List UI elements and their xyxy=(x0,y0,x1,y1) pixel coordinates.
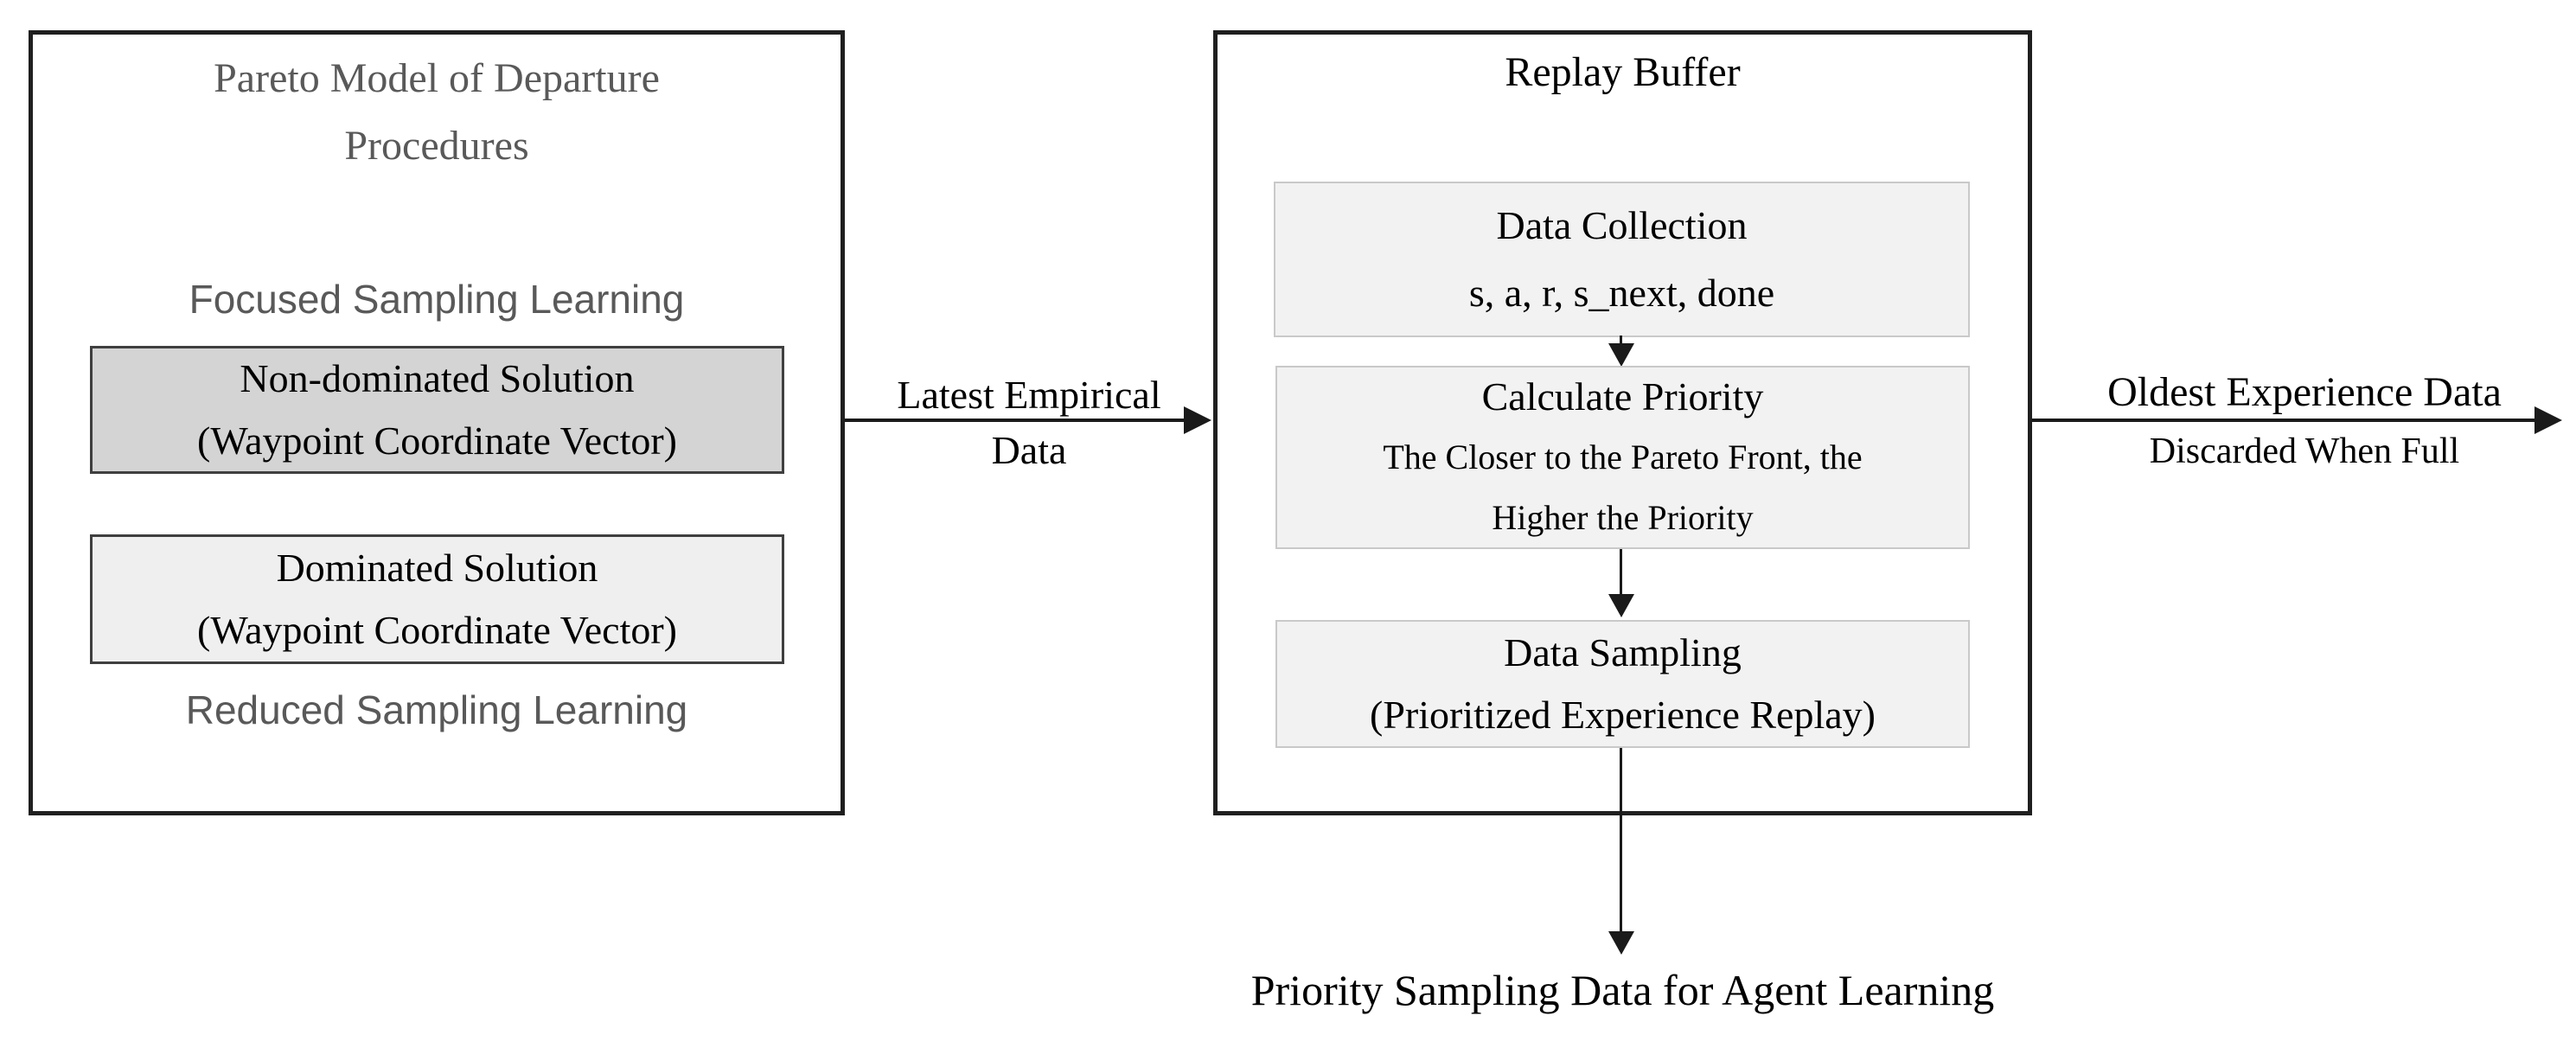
arrowhead-down-icon xyxy=(1608,594,1634,617)
calculate-priority-line1: Calculate Priority xyxy=(1481,374,1764,419)
priority-to-sampling-arrow-line xyxy=(1620,549,1622,596)
calculate-priority-line2: The Closer to the Pareto Front, the xyxy=(1383,438,1863,476)
latest-empirical-label-line2: Data xyxy=(991,428,1067,472)
sampling-to-agent-arrow-line xyxy=(1620,748,1622,933)
reduced-sampling-label: Reduced Sampling Learning xyxy=(185,687,688,732)
collection-to-priority-arrow-line xyxy=(1620,335,1622,346)
pareto-model-title: Pareto Model of Departure Procedures xyxy=(29,45,845,180)
oldest-experience-label-line2: Discarded When Full xyxy=(2149,431,2460,471)
data-sampling-box: Data Sampling (Prioritized Experience Re… xyxy=(1275,620,1970,748)
latest-empirical-label-line1: Latest Empirical xyxy=(897,373,1161,417)
arrowhead-down-icon xyxy=(1608,931,1634,955)
replay-buffer-title: Replay Buffer xyxy=(1505,49,1741,95)
data-sampling-line1: Data Sampling xyxy=(1504,630,1742,674)
dominated-line2: (Waypoint Coordinate Vector) xyxy=(197,608,677,652)
oldest-experience-arrow-line xyxy=(2032,419,2536,422)
pareto-model-title-line1: Pareto Model of Departure xyxy=(214,55,660,101)
focused-sampling-label: Focused Sampling Learning xyxy=(189,277,685,322)
data-collection-line2: s, a, r, s_next, done xyxy=(1468,271,1775,315)
data-sampling-line2: (Prioritized Experience Replay) xyxy=(1370,693,1876,737)
non-dominated-line1: Non-dominated Solution xyxy=(240,356,635,400)
latest-empirical-arrow-line xyxy=(845,419,1186,422)
non-dominated-line2: (Waypoint Coordinate Vector) xyxy=(197,419,677,463)
data-collection-box: Data Collection s, a, r, s_next, done xyxy=(1274,182,1970,337)
oldest-experience-label-line1: Oldest Experience Data xyxy=(2107,369,2502,415)
pareto-model-title-line2: Procedures xyxy=(344,123,529,169)
priority-sampling-label: Priority Sampling Data for Agent Learnin… xyxy=(1250,966,1995,1014)
arrowhead-right-icon xyxy=(2534,406,2562,434)
dominated-solution-box: Dominated Solution (Waypoint Coordinate … xyxy=(90,534,784,664)
calculate-priority-box: Calculate Priority The Closer to the Par… xyxy=(1275,366,1970,549)
calculate-priority-line3: Higher the Priority xyxy=(1492,498,1754,537)
arrowhead-right-icon xyxy=(1184,406,1211,434)
data-collection-line1: Data Collection xyxy=(1496,203,1748,247)
arrowhead-down-icon xyxy=(1608,343,1634,367)
dominated-line1: Dominated Solution xyxy=(276,546,598,590)
non-dominated-solution-box: Non-dominated Solution (Waypoint Coordin… xyxy=(90,346,784,474)
